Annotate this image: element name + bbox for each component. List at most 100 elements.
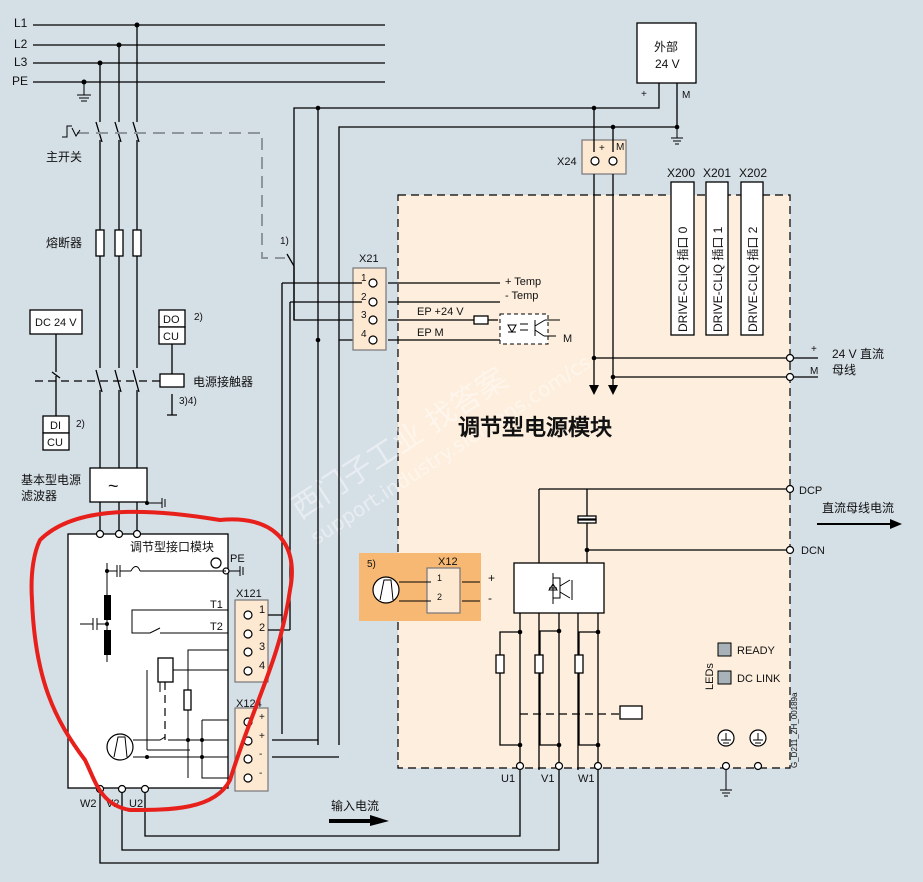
interface-module-title: 调节型接口模块 [130,539,214,554]
fan-icon [106,733,134,761]
x121-pin-1: 1 [259,604,265,616]
t1-label: T1 [210,599,223,611]
output-u1: U1 [501,773,515,785]
dc24-bus-m: M [810,366,818,377]
relay-coil [157,657,174,683]
filter-label-1: 基本型电源 [21,473,81,487]
input-current-arrow-icon [329,815,389,826]
dc-bus-current-label: 直流母线电流 [822,501,894,515]
fan-icon [372,576,400,604]
supply-lines: L1 L2 L3 PE [12,16,385,102]
interface-pe-label: PE [230,553,245,565]
drive-cliq-port-0[interactable] [670,181,695,336]
filter-label-2: 滤波器 [21,489,57,503]
cu-label-do: CU [163,331,179,343]
x12-minus: - [488,591,492,605]
x21-pin-1: 1 [361,273,367,284]
footnote-5: 5) [367,559,376,570]
led-ready [717,642,732,657]
resistor [473,315,489,325]
x202-label: X202 [739,166,767,180]
fuse [183,689,192,711]
opto-m-label: M [563,333,572,345]
output-w1: W1 [578,773,595,785]
x24-m: M [616,142,624,153]
basic-line-filter [89,467,148,503]
external-24v-label-2: 24 V [655,57,680,71]
x124-pin-1: + [259,712,265,723]
drive-cliq-port-1-label: DRIVE-CLiQ 插口 1 [711,226,725,332]
x24-label: X24 [557,156,577,168]
interface-module [67,533,229,789]
resistor [534,654,544,674]
di-label: DI [50,420,61,432]
phase-conductors [95,25,142,534]
capacitor [577,515,597,520]
dc24-bus-label-1: 24 V 直流 [832,347,884,361]
label-l1: L1 [14,16,28,30]
drive-cliq-port-2-label: DRIVE-CLiQ 插口 2 [746,226,760,332]
led-dc-link [717,670,732,685]
x124-pin-2: + [259,731,265,742]
arrow-down-icon [589,385,618,395]
dcp-label: DCP [799,485,822,497]
label-pe: PE [12,74,28,88]
filter-symbol-icon: ~ [108,476,119,496]
drive-cliq-port-1[interactable] [705,181,729,336]
ground-icon [671,127,683,145]
led-dc-link-label: DC LINK [737,673,781,685]
drive-cliq-port-2[interactable] [740,181,764,336]
footnote-2b: 2) [76,419,85,430]
fuses-label: 熔断器 [46,235,82,250]
x12-terminal [426,567,461,614]
resistor [495,654,505,674]
terminal-u2: U2 [129,798,143,810]
dc24v-label: DC 24 V [35,317,77,329]
external-24v-box [636,22,697,84]
x121-pin-4: 4 [259,660,265,672]
leds-caption: LEDs [704,663,716,690]
x24-plus: + [599,143,605,154]
x121-pin-2: 2 [259,622,265,634]
dc-bus-current-arrow-icon [817,519,902,529]
footnote-34: 3)4) [179,396,197,407]
ground-icon [210,557,222,569]
module-title: 调节型电源模块 [458,416,613,441]
drive-cliq-port-0-label: DRIVE-CLiQ 插口 0 [676,226,690,332]
annotation-highlight [29,509,294,813]
x12-label: X12 [438,556,458,568]
footnote-1: 1) [280,236,289,247]
dcn-label: DCN [801,545,825,557]
x12-pin-2: 2 [437,592,442,602]
ext-plus-label: + [641,89,647,100]
ground-icon [720,770,732,797]
contactor-coil [619,705,643,720]
x21-pin-3: 3 [361,310,367,321]
cu-box [42,432,70,451]
output-legs [495,613,643,770]
t2-label: T2 [210,621,223,633]
led-ready-label: READY [737,645,776,657]
x121-pin-3: 3 [259,641,265,653]
dc24-bus-label-2: 母线 [832,363,856,377]
x21-pin-2: 2 [361,292,367,303]
main-switch-handle-icon [62,125,81,138]
footnote-2: 2) [194,312,203,323]
resistor [574,654,584,674]
fuse [114,229,124,257]
terminal-w2: W2 [80,798,97,810]
fuse [95,229,105,257]
output-v1: V1 [541,773,554,785]
fuse [132,229,142,257]
x124-pin-4: - [259,768,262,779]
contactor-coil [159,373,185,388]
x21-signal-plus-temp: + Temp [505,276,541,288]
main-switch-label: 主开关 [46,150,82,164]
label-l3: L3 [14,55,28,69]
x121-label: X121 [236,588,262,600]
input-current-label: 输入电流 [331,798,379,813]
x21-pin-4: 4 [361,329,367,340]
do-label: DO [163,314,180,326]
drawing-id: G_D211_ZH_00189a [790,692,799,768]
